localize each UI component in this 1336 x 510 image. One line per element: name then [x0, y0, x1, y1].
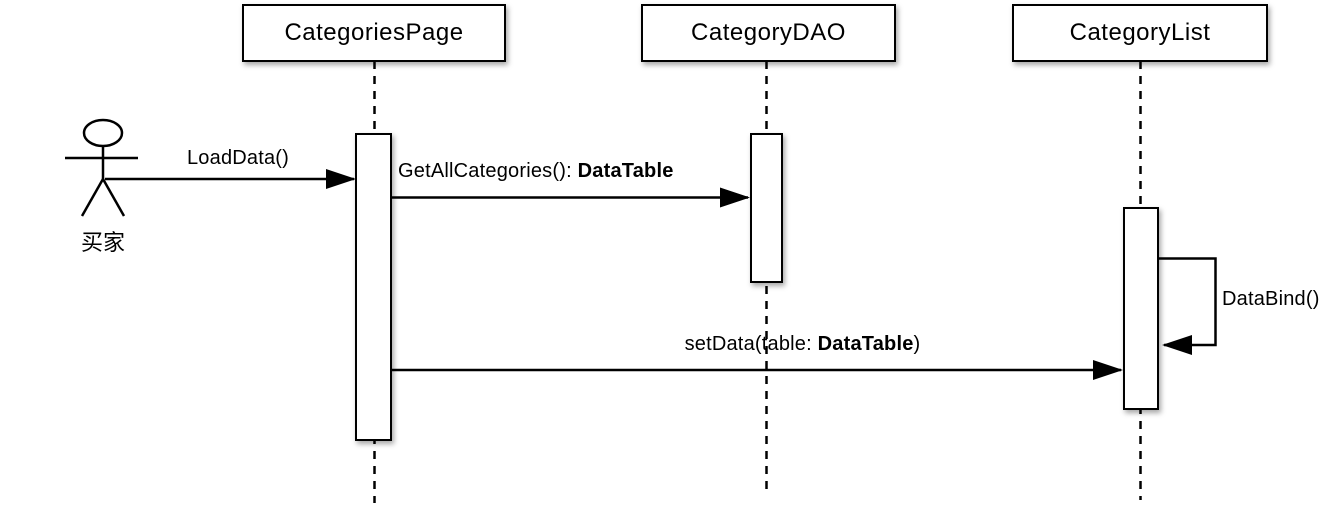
participant-categories-page: CategoriesPage [242, 4, 506, 62]
message-label-load-data: LoadData() [160, 147, 316, 170]
message-data-bind-text: DataBind() [1222, 288, 1320, 310]
message-label-set-data: setData(table: DataTable) [660, 333, 945, 356]
arrow-data-bind-self-loop [1158, 257, 1217, 355]
activation-category-list [1123, 207, 1159, 410]
message-get-all-text: GetAllCategories(): [398, 160, 578, 182]
participant-category-list-label: CategoryList [1069, 19, 1211, 46]
message-set-data-text: setData(table: [684, 333, 818, 355]
actor-figure [65, 118, 138, 217]
message-label-data-bind: DataBind() [1222, 288, 1320, 311]
participant-category-list: CategoryList [1012, 4, 1268, 62]
activation-categories-page [355, 133, 392, 441]
participant-category-dao: CategoryDAO [641, 4, 896, 62]
actor-leg-right [101, 178, 126, 217]
activation-category-dao [750, 133, 783, 283]
message-label-get-all-categories: GetAllCategories(): DataTable [398, 160, 674, 183]
actor-leg-left [80, 178, 105, 217]
actor-head [82, 118, 124, 148]
participant-category-dao-label: CategoryDAO [691, 19, 846, 46]
message-get-all-bold: DataTable [577, 160, 674, 182]
message-set-data-suffix: ) [913, 333, 921, 355]
actor-label: 买家 [80, 230, 125, 255]
message-load-data-text: LoadData() [186, 147, 290, 169]
message-set-data-bold: DataTable [817, 333, 914, 355]
participant-categories-page-label: CategoriesPage [284, 19, 464, 46]
